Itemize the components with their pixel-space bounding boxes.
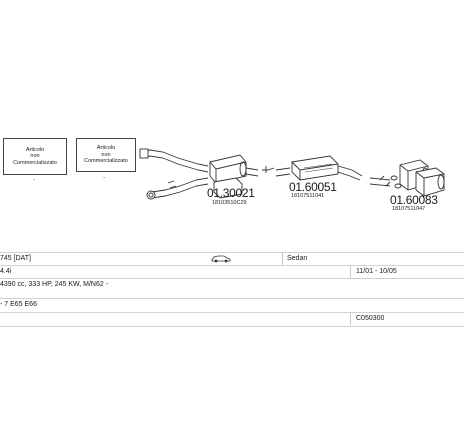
notice-line: non (101, 151, 111, 158)
engine-size: 4.4i (0, 268, 12, 275)
notice-line: Articolo (25, 146, 45, 153)
info-row-model: 745 [DAT] Sedan (0, 252, 464, 266)
rear-muffler-drawing (369, 159, 445, 197)
info-row-catalog-code: C050300 (0, 312, 464, 327)
info-row-engine: 4.4i 11/01 - 10/05 (0, 265, 464, 279)
exhaust-drawing (139, 148, 445, 200)
middle-section-drawing (262, 155, 363, 181)
exhaust-diagram: Articolo non Commercializzato Articolo n… (3, 138, 445, 212)
catalog-code: C050300 (356, 315, 385, 322)
body-type: Sedan (287, 255, 308, 262)
info-row-chassis: - 7 E65 E66 (0, 298, 464, 312)
car-icon (211, 254, 231, 265)
column-divider (350, 265, 351, 278)
production-years: 11/01 - 10/05 (356, 268, 397, 275)
model-name: 745 [DAT] (0, 255, 31, 262)
notice-line: Commercializzato (13, 159, 57, 166)
oem-code-rear-muffler: 18107511047 (392, 206, 426, 212)
front-pipe-drawing (139, 148, 209, 200)
engine-spec: 4390 cc, 333 HP, 245 KW, M/N62 - (0, 281, 109, 288)
notice-line: Commercializzato (84, 158, 128, 165)
info-row-spec: 4390 cc, 333 HP, 245 KW, M/N62 - (0, 278, 464, 292)
oem-code-middle-section: 18107511041 (291, 193, 325, 199)
not-available-notice-2: Articolo non Commercializzato (76, 138, 136, 172)
not-available-notice-1: Articolo non Commercializzato (3, 138, 67, 175)
part-number-rear-muffler[interactable]: 01.60083 (390, 193, 438, 207)
chassis-codes: - 7 E65 E66 (0, 301, 37, 308)
column-divider (350, 312, 351, 325)
notice-line: non (30, 153, 40, 160)
notice-dot-2: . (103, 171, 106, 180)
part-number-middle-section[interactable]: 01.60051 (289, 180, 337, 194)
notice-dot-1: . (33, 173, 36, 182)
oem-code-front-muffler: 18103510C29 (212, 200, 247, 206)
notice-line: Articolo (96, 145, 116, 152)
column-divider (282, 252, 283, 265)
part-number-front-muffler[interactable]: 01.30021 (207, 186, 255, 200)
front-muffler-drawing (209, 154, 259, 199)
